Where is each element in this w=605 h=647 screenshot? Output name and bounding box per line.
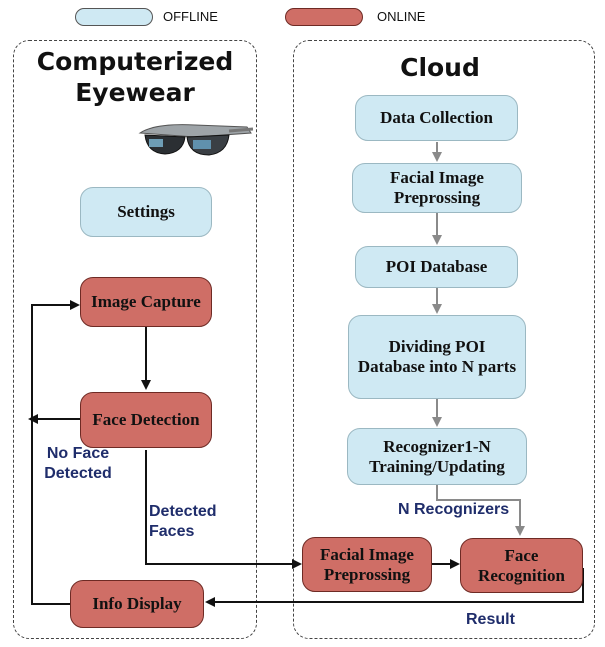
edge-display-loop (31, 300, 80, 605)
image-capture-node: Image Capture (80, 277, 212, 327)
facial-preprocessing-offline-node: Facial Image Preprossing (352, 163, 522, 213)
face-detection-node: Face Detection (80, 392, 212, 448)
result-label: Result (466, 611, 515, 628)
face-recognition-node: Face Recognition (460, 538, 583, 593)
dividing-node: Dividing POI Database into N parts (348, 315, 526, 399)
info-display-node: Info Display (70, 580, 204, 628)
facial-preprocessing-online-node: Facial Image Preprossing (302, 537, 432, 592)
legend-offline-label: OFFLINE (163, 9, 218, 24)
legend-online-label: ONLINE (377, 9, 426, 24)
legend-online-swatch (285, 8, 363, 26)
n-recognizers-label: N Recognizers (398, 501, 510, 518)
eyewear-panel-title: Computerized Eyewear (36, 47, 234, 107)
cloud-panel-title: Cloud (400, 53, 480, 82)
no-face-detected-label: No Face Detected (44, 445, 112, 482)
legend-offline-swatch (75, 8, 153, 26)
smart-glasses-icon (138, 124, 254, 156)
edge-detected-faces (145, 450, 302, 569)
edge-recognizer-to-face-recognition (436, 485, 525, 536)
cloud-panel (293, 40, 595, 639)
settings-node: Settings (80, 187, 212, 237)
poi-database-node: POI Database (355, 246, 518, 288)
data-collection-node: Data Collection (355, 95, 518, 141)
detected-faces-label: Detected Faces (149, 503, 217, 540)
recognizer-training-node: Recognizer1-N Training/Updating (347, 428, 527, 485)
edge-result (205, 568, 584, 607)
eyewear-panel (13, 40, 257, 639)
